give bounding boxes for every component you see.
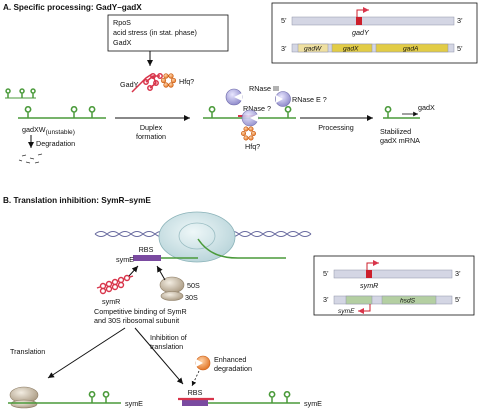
regulator-gadx: GadX	[113, 38, 132, 47]
stabilized-gadx-mrna	[383, 106, 420, 119]
ribosome-30s	[160, 291, 184, 301]
rnase-iii-label: RNase III	[249, 84, 279, 93]
inset-b-3prime-top: 3’	[455, 269, 461, 278]
inset-b-3prime-bottom: 3’	[323, 295, 329, 304]
translation-label: Translation	[10, 347, 45, 356]
gady-srna	[131, 73, 163, 93]
inset-b-symr-label: symR	[360, 281, 378, 290]
syme-label-bottom-left: symE	[125, 399, 143, 408]
translation-arrow	[47, 327, 126, 379]
hsds-gene-label: hsdS	[400, 298, 416, 305]
inhibition-arrow	[134, 327, 184, 385]
gadw-gene-box	[297, 43, 329, 53]
inset-a-5prime-bottom: 5’	[457, 44, 463, 53]
gadx-gene-box	[331, 43, 373, 53]
hfq-hexamer	[160, 73, 177, 88]
degradation-label: Degradation	[36, 139, 75, 148]
gady-gene-box	[356, 17, 362, 25]
gada-gene-box	[375, 43, 449, 53]
gady-promoter-arrow	[356, 7, 369, 17]
inset-b: 5’ 3’ symR 3’ hsdS symE 5’	[313, 255, 475, 316]
competitive-label-1: Competitive binding of SymR	[94, 307, 187, 316]
rbs-label: RBS	[139, 245, 154, 254]
inset-b-5prime-bottom: 5’	[455, 295, 461, 304]
ribosome-30s-label: 30S	[185, 293, 198, 302]
symr-promoter-arrow	[366, 260, 379, 270]
syme-mrna-translated	[8, 391, 121, 404]
symr-binding-arrow	[128, 265, 139, 277]
syme-label: symE	[116, 255, 134, 264]
panel-a-title: A. Specific processing: GadY–gadX	[3, 3, 142, 12]
rbs-label-inhibited: RBS	[188, 388, 203, 397]
inset-a-top-strand	[291, 16, 455, 26]
inset-a-3prime-top: 3’	[457, 16, 463, 25]
gadx-label: gadX	[418, 103, 435, 112]
hsds-gene-box	[381, 295, 437, 305]
rnase-unknown-label: RNase ?	[243, 104, 271, 113]
inset-a-3prime-bottom: 3’	[281, 44, 287, 53]
inset-a-bottom-strand	[291, 43, 455, 53]
duplex-label-1: Duplex	[140, 123, 163, 132]
symr-label: symR	[102, 297, 120, 306]
degradation-dashed-arrow	[191, 370, 200, 387]
syme-mrna-inhibited	[198, 391, 300, 404]
rnase-e	[275, 91, 291, 107]
syme-label-bottom-right: symE	[304, 399, 322, 408]
gadw-gene-label: gadW	[304, 46, 322, 53]
rbs-box-inhibited	[182, 400, 208, 406]
panel-b-title: B. Translation inhibition: SymR–symE	[3, 196, 151, 205]
enhanced-label-1: Enhanced	[214, 355, 246, 364]
syme-gene-box	[345, 295, 373, 305]
gadxw-mrna	[5, 88, 106, 119]
ribosome-binding-arrow	[156, 265, 166, 281]
inhibition-label-2: translation	[150, 342, 183, 351]
ribosome-50s	[159, 276, 185, 294]
rna-polymerase	[158, 211, 236, 263]
symr-gene-box	[366, 270, 372, 278]
processing-label: Processing	[318, 123, 354, 132]
gady-label: GadY	[120, 80, 139, 89]
rnase-iii	[225, 88, 243, 106]
rbs-box	[133, 255, 161, 261]
inset-b-syme-label: symE	[338, 308, 355, 315]
syme-promoter-arrow	[358, 304, 371, 314]
rnase-unknown	[241, 109, 259, 127]
degraded-fragments	[18, 153, 43, 164]
gadxw-label: gadXW(unstable)	[22, 125, 75, 136]
competitive-label-2: and 30S ribosomal subunit	[94, 316, 179, 325]
regulator-acid-stress: acid stress (in stat. phase)	[113, 28, 197, 37]
regulator-rpos: RpoS	[113, 18, 131, 27]
inset-b-5prime-top: 5’	[323, 269, 329, 278]
ribosome-50s-label: 50S	[187, 281, 200, 290]
stabilized-label-2: gadX mRNA	[380, 136, 420, 145]
translating-ribosome-small	[10, 399, 38, 409]
stabilized-label-1: Stabilized	[380, 127, 411, 136]
inhibition-label-1: Inhibition of	[150, 333, 187, 342]
inset-a-5prime-top: 5’	[281, 16, 287, 25]
inset-a-gady-label: gadY	[352, 28, 370, 37]
enhanced-label-2: degradation	[214, 364, 252, 373]
inset-b-top-strand	[333, 269, 453, 279]
hfq-hexamer-2	[241, 126, 257, 141]
duplex-label-2: formation	[136, 132, 166, 141]
gada-gene-label: gadA	[403, 46, 419, 53]
hfq-label-2: Hfq?	[245, 142, 260, 151]
inset-a: 5’ 3’ gadY 3’ gadW gadX gadA 5’	[271, 2, 478, 64]
symr-srna	[96, 274, 134, 295]
hfq-label: Hfq?	[179, 77, 194, 86]
rnase-e-label: RNase E ?	[292, 95, 327, 104]
gadx-gene-label: gadX	[343, 46, 359, 53]
rna-polymerase-inner	[178, 222, 216, 250]
regulator-box: RpoS acid stress (in stat. phase) GadX	[107, 14, 229, 52]
enhanced-degradation-rnase	[195, 355, 211, 371]
